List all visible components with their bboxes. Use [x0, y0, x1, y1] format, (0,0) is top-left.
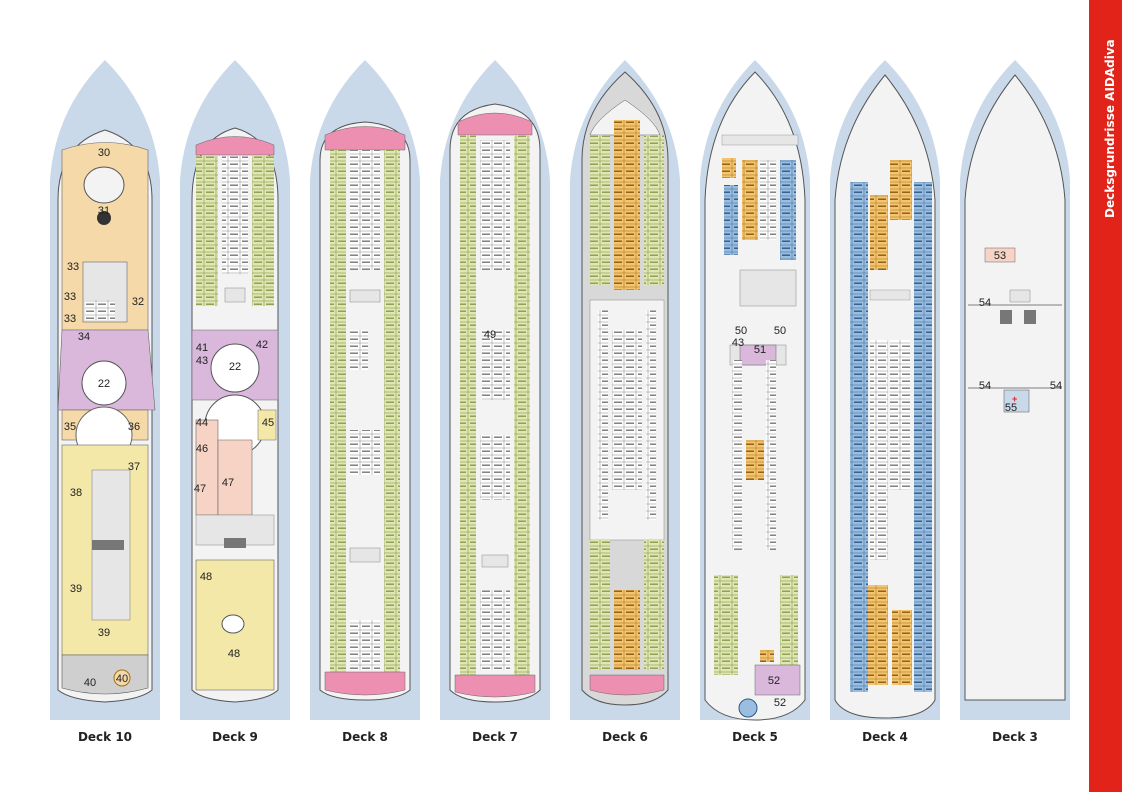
area-label: 48 — [228, 648, 240, 660]
area-label: 22 — [98, 378, 110, 390]
deck-10-pool — [81, 360, 127, 406]
deck-label: Deck 8 — [342, 730, 388, 744]
sidebar-title: Decksgrundrisse AIDAdiva — [1103, 39, 1117, 218]
svg-text:+: + — [1012, 394, 1017, 404]
title-sidebar: Decksgrundrisse AIDAdiva — [1089, 0, 1122, 792]
area-label: 51 — [754, 344, 766, 356]
area-label: 53 — [994, 250, 1006, 262]
area-label: 45 — [262, 417, 274, 429]
area-label: 39 — [70, 583, 82, 595]
area-label: 34 — [78, 331, 90, 343]
area-label: 35 — [64, 421, 76, 433]
deck-label: Deck 10 — [77, 730, 133, 744]
deck-label: Deck 7 — [472, 730, 518, 744]
area-label: 37 — [128, 461, 140, 473]
area-label: 33 — [64, 313, 76, 325]
area-label: 36 — [128, 421, 140, 433]
area-label: 52 — [774, 697, 786, 709]
deck-10-sun-deck-circle — [83, 166, 125, 204]
deck-4-plan[interactable] — [830, 60, 940, 720]
deck-7-plan[interactable] — [440, 60, 550, 720]
deck-3-plan[interactable]: + — [960, 60, 1070, 720]
area-label: 30 — [98, 147, 110, 159]
area-label: 31 — [98, 205, 110, 217]
deck-9-plan[interactable] — [180, 60, 290, 720]
area-label: 49 — [484, 329, 496, 341]
area-label: 33 — [64, 291, 76, 303]
area-label: 41 — [196, 342, 208, 354]
deck-label: Deck 5 — [732, 730, 778, 744]
deck-label: Deck 3 — [992, 730, 1038, 744]
area-label: 33 — [67, 261, 79, 273]
area-label: 44 — [196, 417, 208, 429]
deck-label: Deck 4 — [862, 730, 908, 744]
deck-10-plan[interactable] — [50, 60, 160, 720]
area-label: 38 — [70, 487, 82, 499]
deck-5-plan[interactable] — [700, 60, 810, 721]
area-label: 54 — [979, 380, 991, 392]
area-label: 22 — [229, 361, 241, 373]
area-label: 47 — [222, 477, 234, 489]
area-label: 39 — [98, 627, 110, 639]
deck-label: Deck 9 — [212, 730, 258, 744]
deck-10-star-icon — [97, 211, 111, 225]
area-label: 43 — [732, 337, 744, 349]
area-label: 32 — [132, 296, 144, 308]
area-label: 47 — [194, 483, 206, 495]
deck-label: Deck 6 — [602, 730, 648, 744]
area-label: 52 — [768, 675, 780, 687]
area-label: 50 — [774, 325, 786, 337]
area-label: 40 — [84, 677, 96, 689]
deck-8-plan[interactable] — [310, 60, 420, 720]
area-label: 55 — [1005, 402, 1017, 414]
area-label: 42 — [256, 339, 268, 351]
area-label: 40 — [116, 673, 128, 685]
area-label: 54 — [979, 297, 991, 309]
deck-plan-diagram: + 30 31 33 32 33 33 34 22 35 36 37 38 39… — [50, 60, 1070, 721]
deck-6-plan[interactable] — [570, 60, 680, 720]
area-label: 50 — [735, 325, 747, 337]
area-label: 48 — [200, 571, 212, 583]
area-label: 43 — [196, 355, 208, 367]
area-label: 54 — [1050, 380, 1062, 392]
area-label: 46 — [196, 443, 208, 455]
